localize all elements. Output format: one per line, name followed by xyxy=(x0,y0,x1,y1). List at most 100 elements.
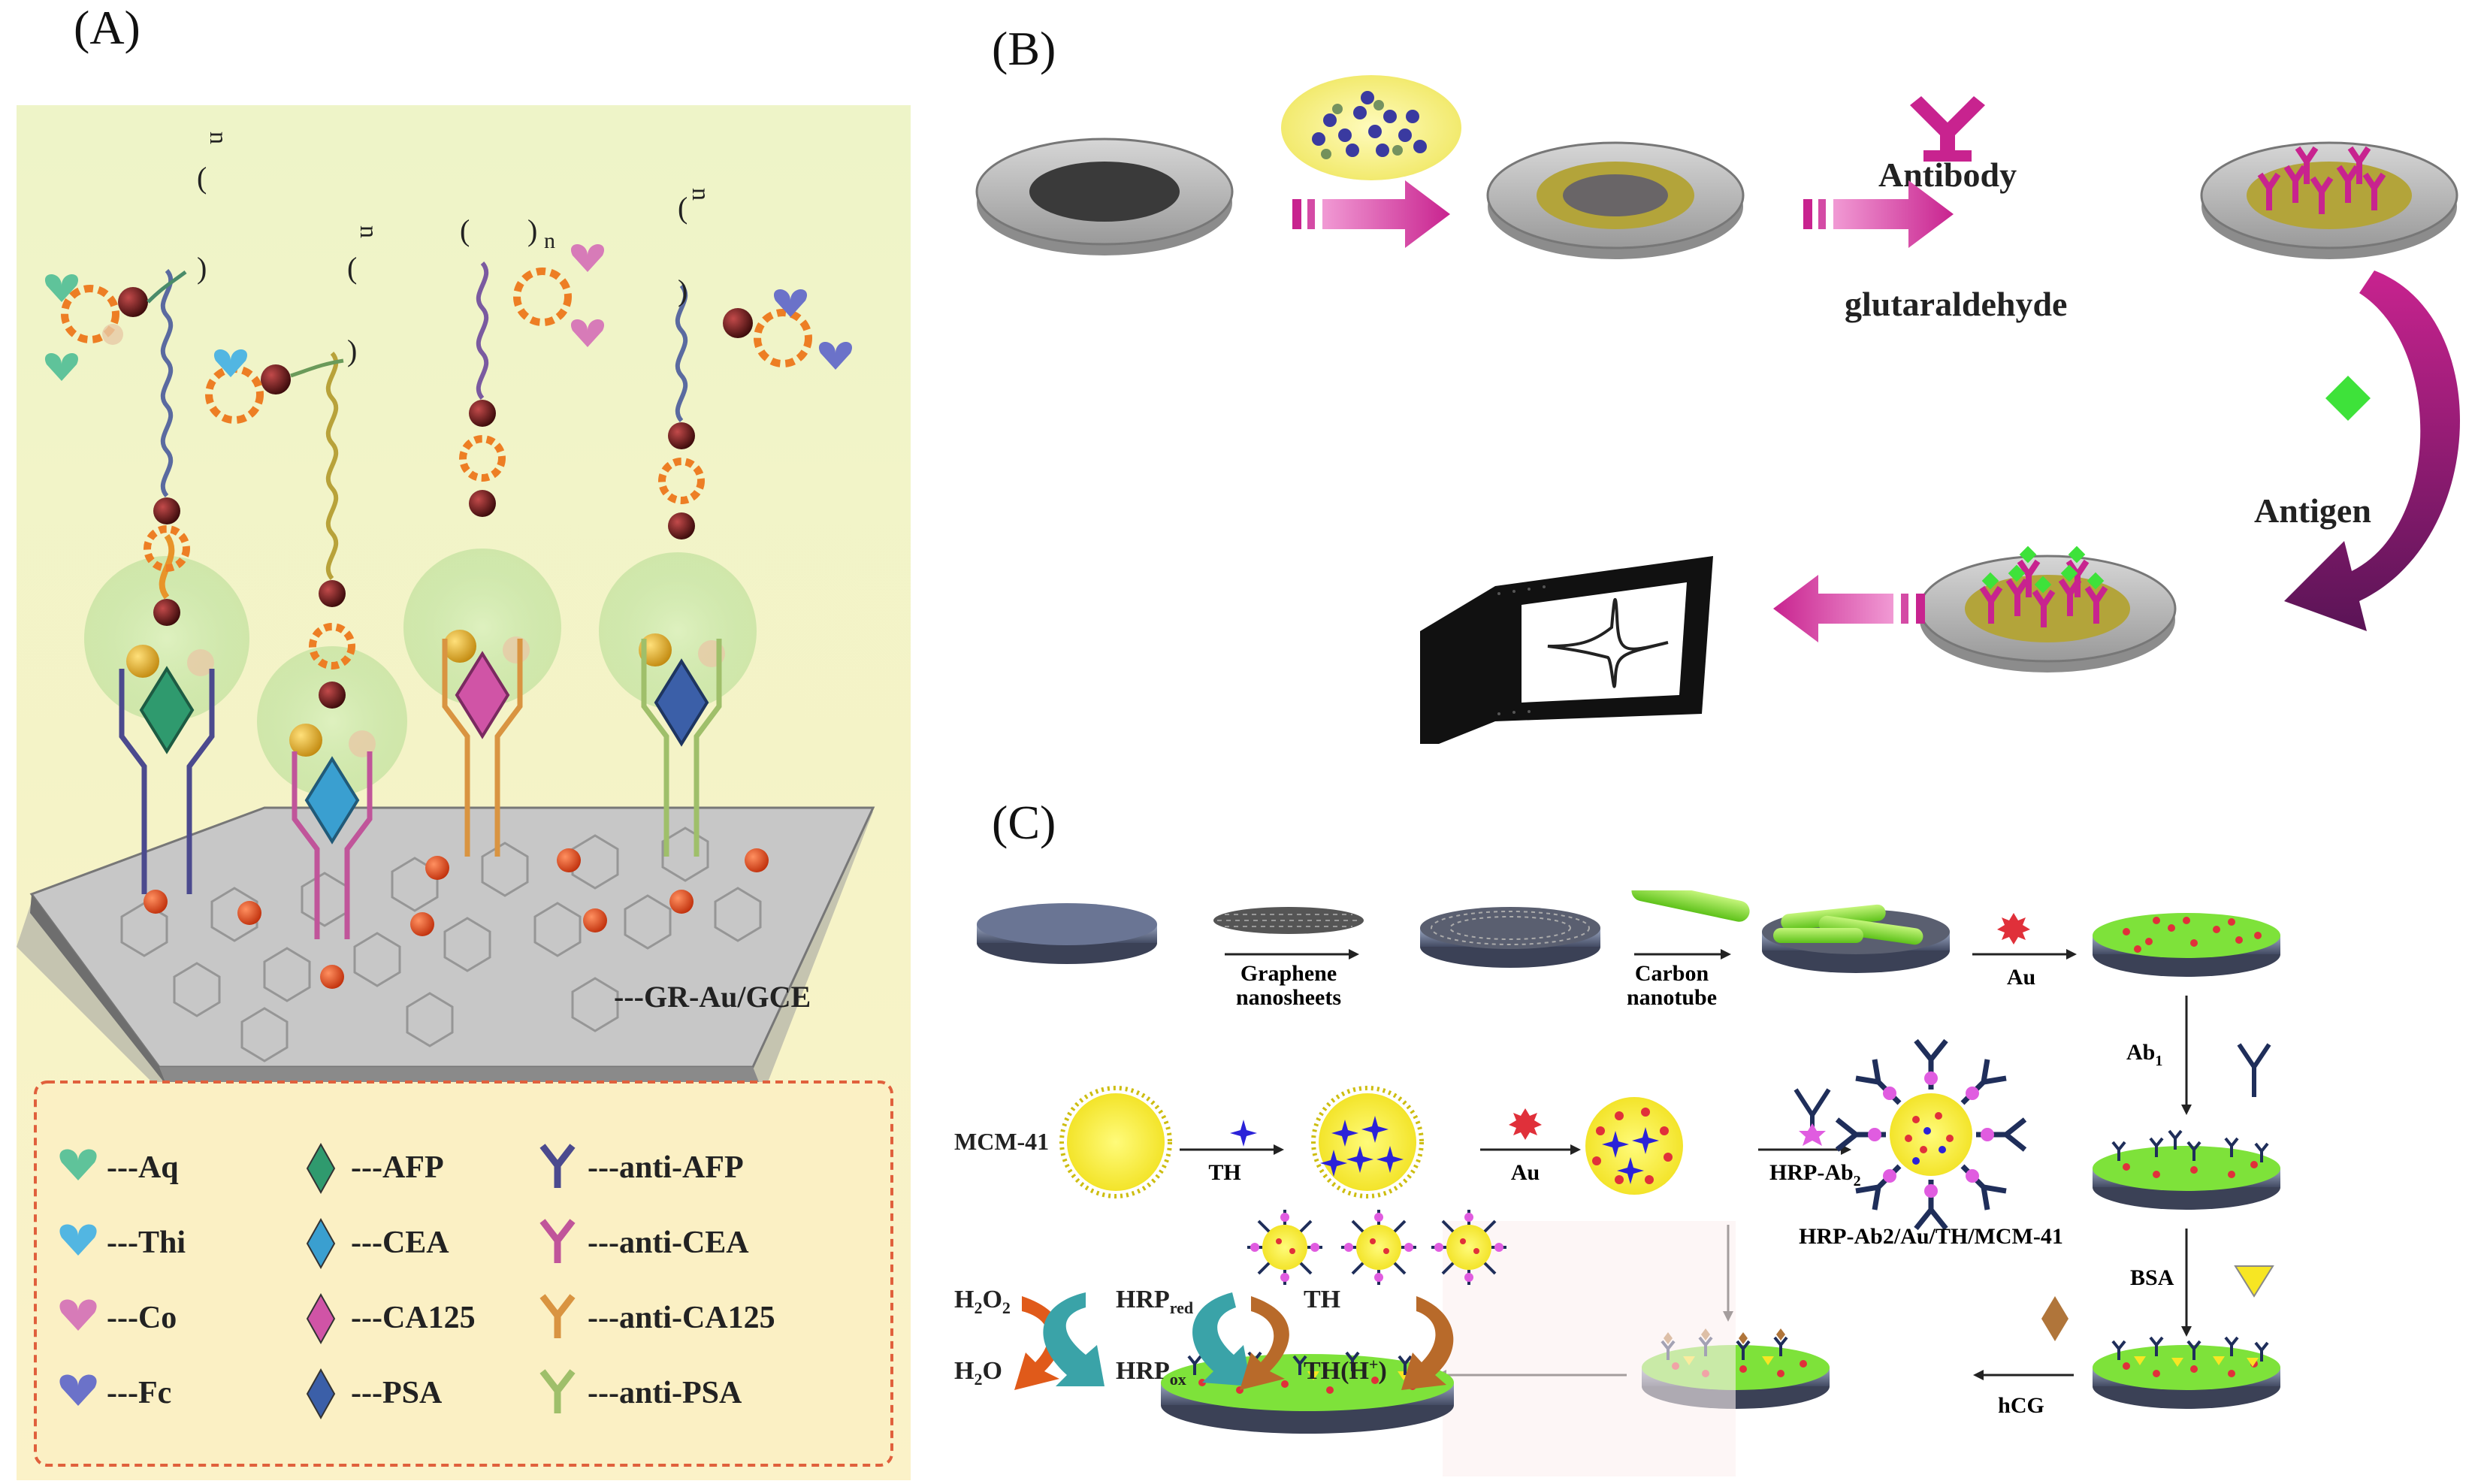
legend-text: ---Co xyxy=(107,1301,177,1335)
svg-text:): ) xyxy=(347,334,357,367)
probe-1: ( ) n xyxy=(44,131,249,914)
antigen-label: Antigen xyxy=(2254,491,2371,530)
hrp-ab2-label: HRP-Ab2 xyxy=(1769,1160,1861,1189)
svg-text:(: ( xyxy=(347,251,357,285)
svg-text:n: n xyxy=(355,225,382,238)
legend-item-3: ---Co xyxy=(59,1299,177,1335)
legend-item-4: ---Fc xyxy=(59,1374,171,1410)
plate-bare xyxy=(977,903,1157,964)
graphene-sheet xyxy=(1213,907,1364,934)
svg-text:(: ( xyxy=(197,161,207,195)
cnt-label-2: nanotube xyxy=(1627,985,1717,1010)
legend-marker-diamond xyxy=(306,1292,336,1345)
mcm-th-particle xyxy=(1311,1086,1424,1198)
plate-ab1 xyxy=(2093,1129,2280,1210)
svg-text:n: n xyxy=(544,228,555,253)
arrow-step2 xyxy=(1803,180,1954,248)
legend-item-12: ---anti-PSA xyxy=(539,1369,742,1413)
panel-a-illustration: ---GR-Au/GCE ( ) n xyxy=(17,105,911,1480)
h2o2-label: H2O2 xyxy=(954,1286,1011,1317)
plate-final xyxy=(1161,1221,1736,1476)
svg-text:(: ( xyxy=(678,191,687,225)
legend-text: ---anti-AFP xyxy=(588,1150,744,1185)
electrode-antigen xyxy=(1918,546,2177,672)
probe-3: ( ) n xyxy=(403,213,605,857)
legend-marker-antibody xyxy=(539,1144,576,1188)
legend-marker-diamond xyxy=(306,1142,336,1195)
au-label-2: Au xyxy=(1511,1160,1540,1185)
mcm-particle xyxy=(1059,1086,1172,1198)
legend-text: ---anti-PSA xyxy=(588,1376,742,1410)
legend-text: ---CA125 xyxy=(351,1301,476,1335)
legend-text: ---AFP xyxy=(351,1150,444,1185)
legend-item-1: ---Aq xyxy=(59,1149,179,1185)
antigen-icon xyxy=(2325,376,2371,421)
plate-cnt xyxy=(1762,904,1950,973)
probe-4: ( ) n xyxy=(599,188,853,914)
legend-marker-antibody xyxy=(539,1294,576,1338)
hrp-ox-label: HRPox xyxy=(1116,1357,1186,1389)
h2o-label: H2O xyxy=(954,1357,1002,1389)
legend-text: ---Aq xyxy=(107,1150,179,1185)
legend-marker-antibody xyxy=(539,1219,576,1263)
th-icon xyxy=(1230,1120,1257,1147)
surface-label: ---GR-Au/GCE xyxy=(614,980,811,1014)
hcg-icon xyxy=(2041,1296,2068,1341)
legend-marker-heart xyxy=(59,1149,97,1180)
plate-bsa xyxy=(2093,1336,2280,1409)
legend-box xyxy=(34,1081,893,1467)
mcm-label: MCM-41 xyxy=(954,1128,1049,1155)
legend-marker-heart xyxy=(59,1374,97,1406)
legend-item-2: ---Thi xyxy=(59,1224,186,1260)
glutaraldehyde-label: glutaraldehyde xyxy=(1845,285,2067,323)
legend-text: ---Thi xyxy=(107,1226,186,1260)
legend-item-5: ---AFP xyxy=(306,1142,444,1195)
mcm-th-au-particle xyxy=(1585,1097,1683,1195)
bsa-label: BSA xyxy=(2130,1265,2174,1290)
graphene-label-2: nanosheets xyxy=(1236,985,1341,1010)
curved-arrow xyxy=(2284,271,2461,631)
panel-b-label: (B) xyxy=(992,22,1056,75)
bsa-icon xyxy=(2234,1265,2274,1298)
svg-text:n: n xyxy=(687,188,715,201)
ab1-icon xyxy=(2237,1043,2271,1097)
composite-label: HRP-Ab2/Au/TH/MCM-41 xyxy=(1799,1224,2063,1249)
th-label: TH xyxy=(1208,1160,1240,1185)
cnt-label-1: Carbon xyxy=(1635,961,1709,986)
legend-item-10: ---anti-CEA xyxy=(539,1219,749,1263)
panel-a-label: (A) xyxy=(74,1,141,54)
svg-text:): ) xyxy=(678,274,687,307)
legend-item-6: ---CEA xyxy=(306,1217,449,1270)
catalytic-cycle: H2O2 H2O HRPred HRPox TH TH(H+) xyxy=(954,1286,1454,1390)
legend-text: ---anti-CEA xyxy=(588,1226,749,1260)
panel-b-illustration: Antibody glutaraldehyde Antigen xyxy=(975,75,2461,744)
electrode-antibody xyxy=(2200,141,2458,259)
legend-text: ---Fc xyxy=(107,1376,171,1410)
arrow-step4 xyxy=(1773,575,1925,642)
svg-text:n: n xyxy=(204,131,232,144)
legend-text: ---anti-CA125 xyxy=(588,1301,775,1335)
legend-marker-heart xyxy=(59,1299,97,1331)
legend-text: ---PSA xyxy=(351,1376,443,1410)
legend-item-11: ---anti-CA125 xyxy=(539,1294,775,1338)
hrp-ab2-icon xyxy=(1793,1088,1831,1146)
au-icon-1 xyxy=(1997,913,2030,945)
antibody-label: Antibody xyxy=(1878,156,2017,194)
legend-item-7: ---CA125 xyxy=(306,1292,476,1345)
th-cycle-label: TH xyxy=(1304,1286,1340,1313)
svg-text:): ) xyxy=(527,213,537,247)
legend-text: ---CEA xyxy=(351,1226,449,1260)
carbon-nanotube xyxy=(1631,890,1750,922)
probe-2: ( ) n xyxy=(205,225,407,989)
legend-marker-diamond xyxy=(306,1368,336,1420)
hcg-label: hCG xyxy=(1998,1393,2044,1418)
th-h-label: TH(H+) xyxy=(1304,1355,1387,1385)
svg-text:): ) xyxy=(197,251,207,285)
antibody-icon xyxy=(1910,96,1985,162)
legend-marker-heart xyxy=(59,1224,97,1256)
plate-au xyxy=(2093,913,2280,977)
au-label-1: Au xyxy=(2007,965,2035,990)
electrode-modified xyxy=(1486,141,1745,259)
arrow-step1 xyxy=(1292,180,1450,248)
legend-marker-antibody xyxy=(539,1369,576,1413)
